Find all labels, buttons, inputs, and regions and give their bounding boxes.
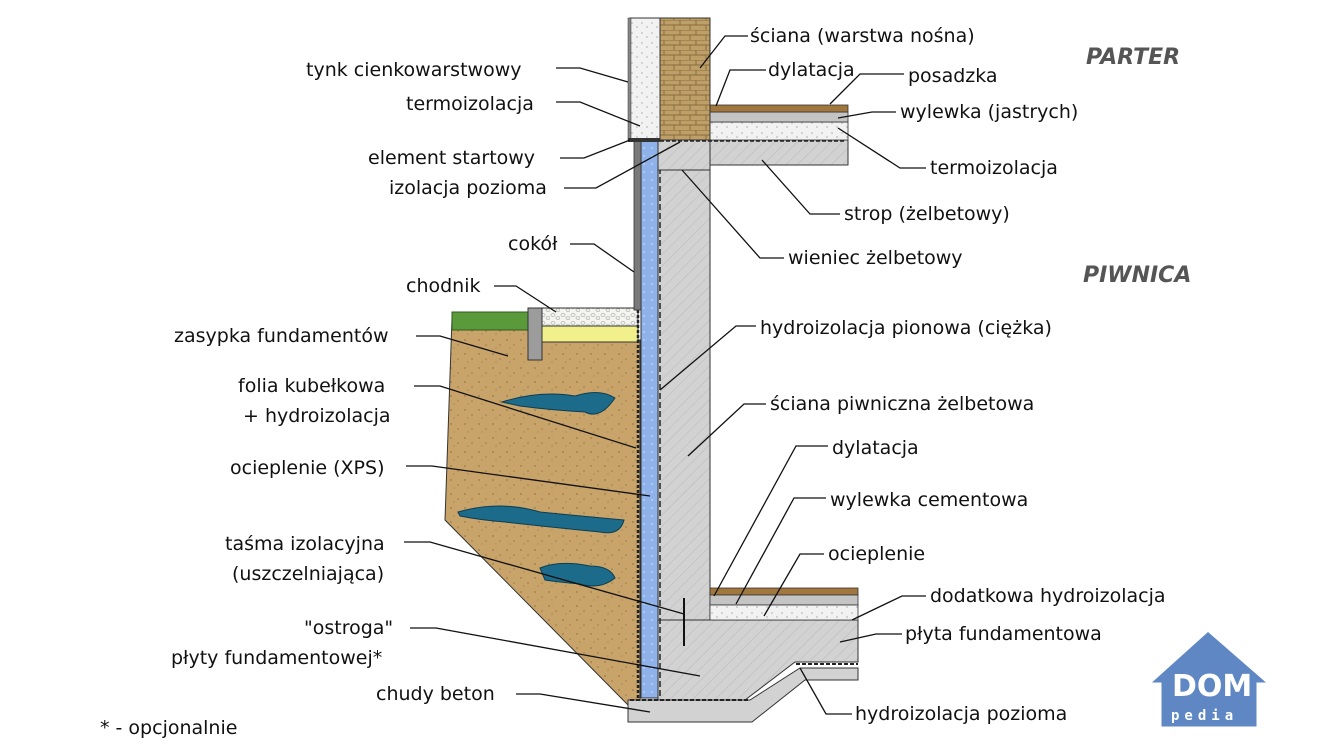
leader-line [735, 497, 826, 605]
ring-beam [657, 139, 711, 171]
leader-line [699, 35, 748, 69]
leader-line [564, 141, 681, 189]
leader-line [414, 385, 637, 449]
leader-line [851, 595, 926, 621]
label-dylatacja-bottom: dylatacja [832, 437, 919, 459]
label-termoizolacja-right: termoizolacja [930, 157, 1058, 179]
label-ostroga-2: płyty fundamentowej* [171, 647, 382, 669]
leader-line [839, 633, 902, 643]
thermal-insulation-wall [629, 17, 661, 141]
leader-line [556, 101, 641, 127]
label-chodnik: chodnik [406, 275, 481, 297]
water-pocket-3 [539, 562, 616, 587]
label-wieniec: wieniec żelbetowy [788, 247, 963, 269]
leader-line [659, 325, 756, 391]
leader-line [416, 335, 509, 357]
logo-subtitle: pedia [1171, 708, 1238, 724]
label-ostroga-1: "ostroga" [304, 617, 393, 639]
floor-finish [709, 104, 849, 113]
leader-line [410, 627, 701, 677]
label-wylewka-cementowa: wylewka cementowa [830, 489, 1028, 511]
label-cokol: cokół [508, 233, 558, 255]
leader-line [494, 285, 557, 313]
leader-line [763, 553, 824, 617]
label-element-startowy: element startowy [368, 147, 535, 169]
label-folia-1: folia kubełkowa [238, 375, 385, 397]
floor-screed [709, 111, 849, 123]
leader-line [404, 541, 685, 615]
label-folia-2: + hydroizolacja [243, 405, 391, 427]
basement-floor-finish [709, 587, 859, 596]
water-pocket-2 [457, 505, 625, 534]
leader-line [406, 465, 651, 497]
dompedia-logo: DOM pedia [1144, 627, 1275, 730]
lean-concrete [627, 667, 859, 723]
label-hydro-pion: hydroizolacja pionowa (ciężka) [760, 317, 1052, 339]
leader-line [516, 693, 651, 713]
logo-title: DOM [1172, 669, 1252, 704]
label-termoizolacja-left: termoizolacja [406, 93, 534, 115]
logo-house-shape [1144, 627, 1275, 730]
pavement-sand [541, 325, 639, 343]
label-zasypka: zasypka fundamentów [174, 325, 389, 347]
leader-line [715, 69, 766, 107]
label-tasma-1: taśma izolacyjna [225, 533, 385, 555]
leader-line [799, 667, 852, 715]
label-dodatkowa-hydro: dodatkowa hydroizolacja [930, 585, 1166, 607]
section-lower: PIWNICA [1083, 263, 1191, 288]
label-ocieplenie: ocieplenie [828, 543, 925, 565]
leader-line [761, 159, 840, 215]
leader-line [713, 445, 828, 597]
xps-insulation [640, 139, 659, 699]
leader-line [560, 139, 631, 159]
pavement-gravel [541, 307, 639, 327]
leader-line [556, 67, 629, 83]
starter-profile [628, 138, 660, 142]
label-chudy: chudy beton [376, 683, 495, 705]
label-posadzka: posadzka [908, 65, 998, 87]
basement-screed [709, 594, 859, 606]
label-wylewka-jastrych: wylewka (jastrych) [900, 101, 1078, 123]
water-pocket-1 [500, 392, 616, 415]
leader-line [829, 73, 904, 105]
label-hydro-pozioma-bottom: hydroizolacja pozioma [855, 703, 1067, 725]
basement-insulation [709, 604, 859, 621]
grass [451, 311, 531, 331]
leader-line [837, 111, 896, 119]
floor-insulation [709, 121, 849, 141]
label-izolacja-pozioma: izolacja pozioma [389, 177, 547, 199]
basement-wall [657, 164, 711, 621]
curb [527, 307, 543, 361]
label-sciana-piwniczna: ściana piwniczna żelbetowa [770, 393, 1034, 415]
label-tasma-2: (uszczelniająca) [232, 563, 384, 585]
leader-line [837, 127, 926, 169]
section-upper: PARTER [1086, 45, 1180, 70]
label-dylatacja-top: dylatacja [768, 59, 855, 81]
leader-line [570, 243, 635, 273]
leader-line [687, 403, 766, 457]
label-sciana-nosna: ściana (warstwa nośna) [750, 25, 975, 47]
leader-line [681, 169, 784, 259]
label-plyta: płyta fundamentowa [905, 623, 1102, 645]
label-tynk: tynk cienkowarstwowy [306, 59, 521, 81]
footnote: * - opcjonalnie [100, 717, 237, 739]
brick-wall [659, 17, 711, 141]
foundation-slab [657, 619, 859, 701]
label-xps: ocieplenie (XPS) [230, 457, 384, 479]
label-strop: strop (żelbetowy) [844, 203, 1010, 225]
